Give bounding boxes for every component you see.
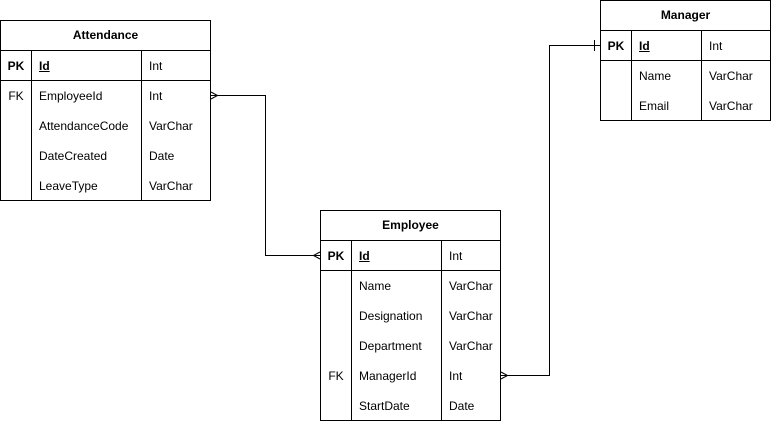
entity-attendance[interactable]: Attendance PK Id Int FK EmployeeId Int A…	[0, 20, 211, 201]
field-type: VarChar	[449, 339, 493, 353]
table-row[interactable]: Name VarChar	[321, 271, 500, 301]
key-label	[601, 91, 632, 121]
field-name: ManagerId	[352, 361, 442, 391]
table-row[interactable]: FK EmployeeId Int	[1, 81, 210, 111]
entity-manager[interactable]: Manager PK Id Int Name VarChar Email Var…	[600, 0, 771, 121]
table-row[interactable]: AttendanceCode VarChar	[1, 111, 210, 141]
field-type: VarChar	[149, 119, 193, 133]
key-label: FK	[1, 81, 32, 111]
key-label: FK	[321, 361, 352, 391]
table-row[interactable]: Email VarChar	[601, 91, 770, 121]
entity-title: Employee	[321, 211, 500, 241]
key-label	[1, 111, 32, 141]
field-name: Designation	[352, 301, 442, 331]
table-row[interactable]: StartDate Date	[321, 391, 500, 421]
field-type: VarChar	[449, 309, 493, 323]
relationship-attendance-employee	[210, 91, 321, 260]
key-label: PK	[1, 51, 32, 80]
field-name: Department	[352, 331, 442, 361]
key-label	[601, 61, 632, 91]
key-label	[321, 301, 352, 331]
field-name: Name	[352, 271, 442, 301]
field-name: Id	[632, 31, 702, 60]
field-name: Id	[32, 51, 142, 80]
field-name: LeaveType	[32, 171, 142, 201]
key-label	[321, 391, 352, 421]
table-row[interactable]: Designation VarChar	[321, 301, 500, 331]
field-type: Int	[449, 369, 463, 383]
field-type: Date	[149, 149, 175, 163]
field-type: Date	[449, 399, 475, 413]
table-row[interactable]: FK ManagerId Int	[321, 361, 500, 391]
entity-employee[interactable]: Employee PK Id Int Name VarChar Designat…	[320, 210, 501, 421]
field-type: Int	[449, 248, 463, 263]
key-label	[321, 271, 352, 301]
table-row[interactable]: PK Id Int	[321, 241, 500, 271]
field-name: Email	[632, 91, 702, 121]
field-type: VarChar	[709, 69, 753, 83]
table-row[interactable]: DateCreated Date	[1, 141, 210, 171]
key-label: PK	[321, 241, 352, 270]
field-type: VarChar	[149, 179, 193, 193]
field-name: AttendanceCode	[32, 111, 142, 141]
field-name: StartDate	[352, 391, 442, 421]
key-label	[1, 141, 32, 171]
key-label	[1, 171, 32, 201]
field-type: Int	[709, 38, 723, 53]
field-name: EmployeeId	[32, 81, 142, 111]
entity-title: Manager	[601, 1, 770, 31]
table-row[interactable]: Name VarChar	[601, 61, 770, 91]
table-row[interactable]: PK Id Int	[1, 51, 210, 81]
field-type: VarChar	[709, 99, 753, 113]
field-name: DateCreated	[32, 141, 142, 171]
table-row[interactable]: PK Id Int	[601, 31, 770, 61]
key-label	[321, 331, 352, 361]
field-type: Int	[149, 58, 163, 73]
field-type: Int	[149, 89, 163, 103]
field-name: Name	[632, 61, 702, 91]
relationship-employee-manager	[500, 40, 600, 380]
table-row[interactable]: LeaveType VarChar	[1, 171, 210, 201]
table-row[interactable]: Department VarChar	[321, 331, 500, 361]
field-type: VarChar	[449, 279, 493, 293]
entity-title: Attendance	[1, 21, 210, 51]
key-label: PK	[601, 31, 632, 60]
field-name: Id	[352, 241, 442, 270]
